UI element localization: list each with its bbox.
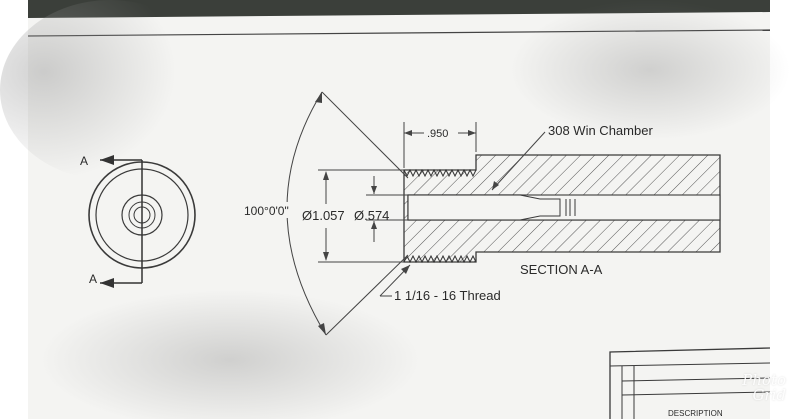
angle-label: 100°0'0": [244, 204, 289, 218]
barrel-bore: [407, 194, 721, 221]
angle-ray-bottom: [325, 254, 409, 336]
section-arrow-bottom-head: [100, 278, 114, 288]
title-block-row-1: [609, 362, 771, 367]
photo-grid-watermark: Photo Grid: [742, 373, 786, 403]
angle-label-bg: [242, 202, 302, 218]
shadow-left: [0, 0, 220, 180]
dim-950-arrow-left: [404, 130, 412, 136]
angle-ray-top: [321, 91, 409, 179]
thread-callout: 1 1/16 - 16 Thread: [394, 288, 501, 303]
dim-bore-arrow-bottom: [371, 221, 377, 229]
chamber-callout: 308 Win Chamber: [548, 123, 653, 138]
section-arrow-top-head: [100, 155, 114, 165]
title-block-row-3: [621, 391, 771, 396]
thread-profile-bottom: [403, 254, 477, 264]
dim-od-arrow-bottom: [323, 252, 329, 261]
section-marker-top: A: [80, 154, 88, 168]
title-block-outline: [609, 347, 771, 419]
angle-arc-arrow-top: [315, 92, 322, 103]
dim-bore-text: Ø.574: [354, 208, 389, 223]
dim-950-arrow-right: [468, 130, 476, 136]
title-block: DESCRIPTION: [609, 347, 771, 419]
chamber-shoulder: [519, 194, 561, 221]
watermark-line-2: Grid: [752, 386, 786, 404]
chamber-leader-arrow: [492, 181, 499, 190]
end-view: A A: [80, 154, 196, 288]
dimensions: .950 308 Win Chamber Ø1.057 Ø.574 100°0'…: [242, 91, 653, 336]
thread-leader-arrow: [401, 265, 410, 274]
shadow-bottom: [40, 290, 420, 419]
section-marker-bottom: A: [89, 272, 97, 286]
title-block-description: DESCRIPTION: [668, 409, 723, 418]
chamber-leader: [491, 131, 546, 191]
section-view: [403, 154, 721, 264]
thread-profile-top: [403, 168, 477, 178]
title-block-row-2: [621, 377, 771, 382]
dim-od-arrow-top: [323, 171, 329, 180]
section-label: SECTION A-A: [520, 262, 603, 277]
dim-bore-arrow-top: [371, 186, 377, 194]
watermark-line-1: Photo: [742, 371, 786, 389]
shadow-top-right: [510, 0, 790, 140]
dim-950-text: .950: [427, 128, 448, 140]
dim-od-text: Ø1.057: [302, 208, 345, 223]
angle-arc-arrow-bottom: [318, 323, 326, 335]
